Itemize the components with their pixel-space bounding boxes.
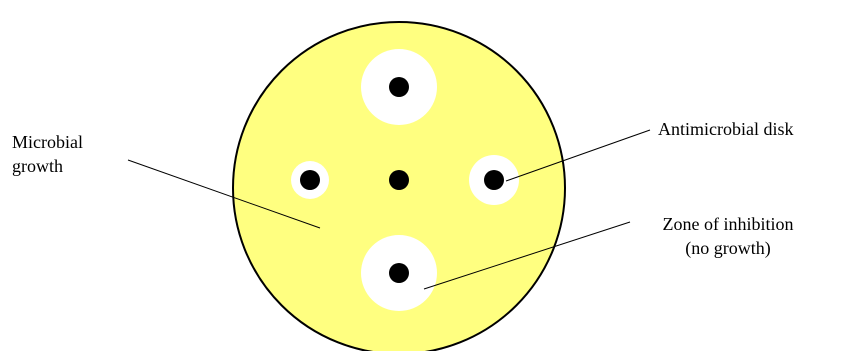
label-antimicrobial-disk-text: Antimicrobial disk	[658, 117, 793, 141]
label-zone-of-inhibition-line2: (no growth)	[636, 236, 820, 260]
label-zone-of-inhibition-line1: Zone of inhibition	[636, 212, 820, 236]
label-microbial-growth-line2: growth	[12, 154, 83, 178]
label-microbial-growth-line1: Microbial	[12, 130, 83, 154]
antimicrobial-disk-bottom	[389, 263, 409, 283]
label-zone-of-inhibition: Zone of inhibition (no growth)	[636, 212, 820, 260]
label-antimicrobial-disk: Antimicrobial disk	[658, 117, 793, 141]
antimicrobial-disk-center	[389, 170, 409, 190]
label-microbial-growth: Microbial growth	[12, 130, 83, 178]
antimicrobial-disk-left	[300, 170, 320, 190]
antimicrobial-disk-top	[389, 77, 409, 97]
antimicrobial-disk-right	[484, 170, 504, 190]
